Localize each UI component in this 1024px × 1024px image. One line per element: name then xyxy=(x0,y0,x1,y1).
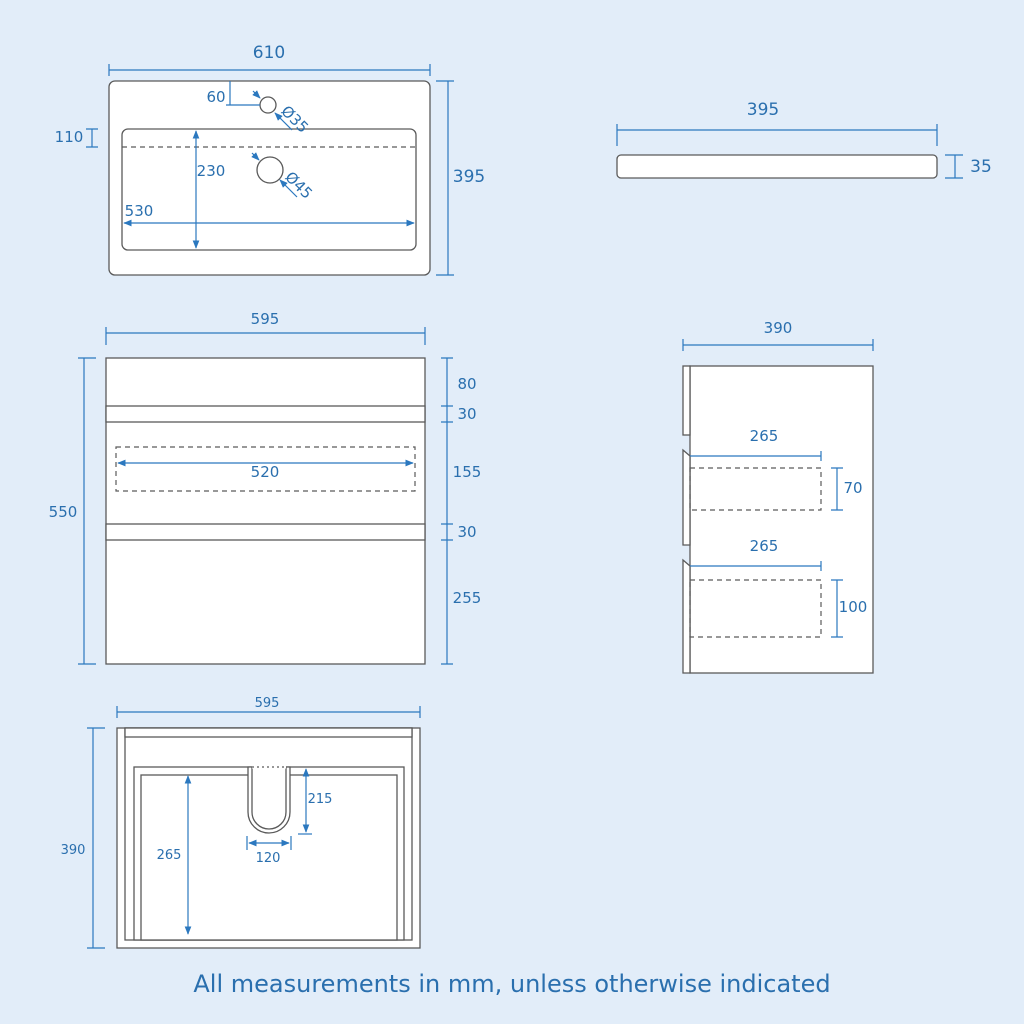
rim-label: 110 xyxy=(55,128,84,146)
basin-side-view: 395 35 xyxy=(616,100,992,179)
caption: All measurements in mm, unless otherwise… xyxy=(193,970,830,998)
drawer-2-depth-label: 265 xyxy=(750,537,779,555)
gap-1-label: 30 xyxy=(457,405,476,423)
bowl-width-label: 530 xyxy=(125,202,154,220)
basin-top-view: 610 395 60 110 230 530 Ø35 Ø45 xyxy=(55,43,485,276)
top-panel-label: 80 xyxy=(457,375,476,393)
drawer-1-label: 155 xyxy=(453,463,482,481)
bowl-depth-label: 230 xyxy=(197,162,226,180)
cutout-depth-label: 215 xyxy=(308,792,333,807)
side-depth-label: 390 xyxy=(764,319,793,337)
basin-thickness-label: 35 xyxy=(970,157,992,177)
tap-hole xyxy=(259,96,277,114)
tap-offset-label: 60 xyxy=(206,88,225,106)
cabinet-side-view: 390 265 70 265 100 xyxy=(682,319,874,674)
basin-width-label: 610 xyxy=(253,43,285,63)
drawer-2-height-label: 100 xyxy=(839,598,868,616)
gap-2-label: 30 xyxy=(457,523,476,541)
cabinet-width-label: 595 xyxy=(251,310,280,328)
cutout-width-label: 120 xyxy=(256,851,281,866)
basin-side-length-label: 395 xyxy=(747,100,779,120)
basin-depth-label: 395 xyxy=(453,167,485,187)
drawer-depth-label: 265 xyxy=(157,848,182,863)
top-depth-label: 390 xyxy=(61,843,86,858)
waste-hole xyxy=(256,156,284,184)
cabinet-front-view: 520 595 550 80 30 155 30 255 xyxy=(49,310,482,665)
cabinet-height-label: 550 xyxy=(49,503,78,521)
drawer-1-height-label: 70 xyxy=(843,479,862,497)
top-width-label: 595 xyxy=(255,696,280,711)
cabinet-top-view: 595 390 265 215 120 xyxy=(61,696,421,949)
drawer-2-label: 255 xyxy=(453,589,482,607)
inner-drawer-width-label: 520 xyxy=(251,463,280,481)
drawer-1-depth-label: 265 xyxy=(750,427,779,445)
